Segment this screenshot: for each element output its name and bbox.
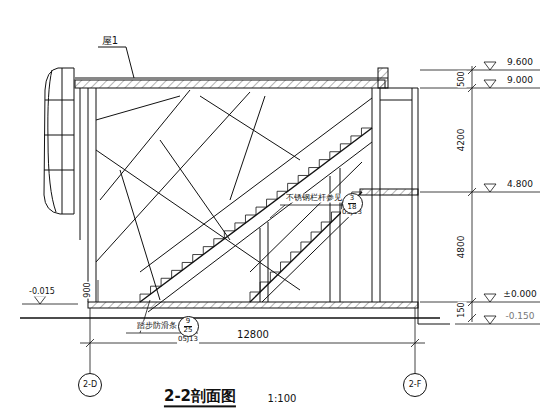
stair-step [203,247,214,255]
stair-step [214,239,225,247]
dimension-text: 1:100 [267,393,298,404]
dimension-text: 500 [458,70,467,87]
dimension-text: 12800 [236,329,270,340]
dimension-text: 4200 [457,128,467,153]
stair-step [172,270,183,278]
dimension-text: 150 [458,301,467,318]
dimension-text: 05J13 [177,336,199,344]
stair-step [298,175,309,183]
stair-step [330,152,341,160]
stair-step [235,223,246,231]
level-mark: 9.000 [506,76,534,86]
axis-bubble: 2-D [78,373,102,397]
index-text: 2-D [81,381,99,389]
level-mark: ±0.000 [502,290,537,300]
axis-bubble: 2-F [403,373,427,397]
stair-step [260,282,270,292]
stair-step [224,231,235,239]
stair-step [321,222,331,232]
stair-step [245,215,256,223]
stair-step [140,294,151,302]
detail-index: 925 [178,316,199,337]
level-mark: 4.800 [506,180,534,190]
stair-step [161,278,172,286]
dimension-text: -0.015 [28,288,56,297]
roof-label: 屋1 [101,35,119,46]
detail-index: 318 [342,193,363,214]
stair-step [270,272,280,282]
stair-step [309,168,320,176]
stair-step [319,160,330,168]
dimension-text: 900 [84,281,93,298]
stair-step [291,252,301,262]
stair-step [151,286,162,294]
stair-step [193,255,204,263]
stair-step [250,292,260,302]
stair-step [267,199,278,207]
index-text: 3 [348,195,356,203]
stair-step [311,232,321,242]
stair-step [288,183,299,191]
index-text: 9 [184,318,192,326]
stair-step [340,144,351,152]
stair-step [361,128,372,136]
dimension-text: 4800 [457,235,467,260]
stair-step [281,262,291,272]
drawing-title: 2-2剖面图 [164,388,236,407]
index-text: 2-F [407,381,424,389]
stair-step [256,207,267,215]
index-text: 25 [182,327,195,334]
callout-note: 不锈钢栏杆参见 [285,194,343,203]
level-mark: 9.600 [506,58,534,68]
level-mark: -0.150 [504,312,535,322]
index-text: 18 [346,204,359,211]
stair-step [301,242,311,252]
callout-note: 踏步防滑条 [136,322,178,331]
stair-step [182,262,193,270]
stair-step [351,136,362,144]
